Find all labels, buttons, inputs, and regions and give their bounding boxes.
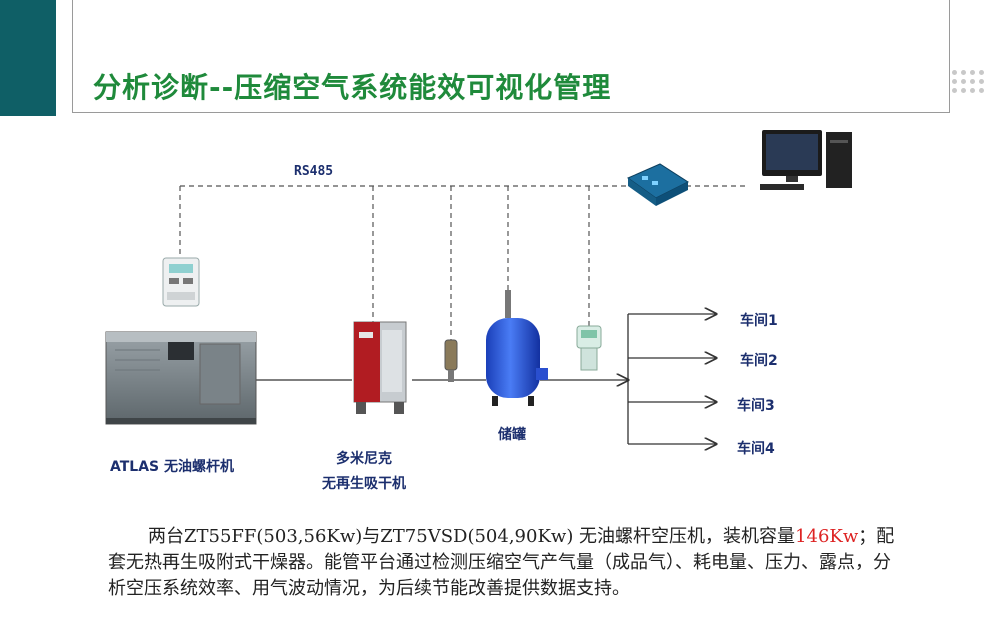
installed-capacity-value: 146Kw [795,526,859,547]
dryer-icon [353,321,407,414]
air-compressor-icon [105,331,257,425]
air-pipeline [255,314,716,444]
outlet-workshop-3: 车间3 [737,398,775,414]
tank-label: 储罐 [498,427,526,443]
outlet-workshop-2: 车间2 [740,353,778,369]
flow-meter-icon [576,325,602,371]
rs485-bus [179,185,748,340]
decorative-dots [952,70,992,104]
power-meter-icon [162,257,200,307]
outlet-workshop-4: 车间4 [737,441,775,457]
outlet-workshop-1: 车间1 [740,313,778,329]
dryer-label-brand: 多米尼克 [336,451,392,467]
page-title: 分析诊断--压缩空气系统能效可视化管理 [93,71,612,104]
dryer-label-type: 无再生吸干机 [322,476,406,492]
description-part1: 两台ZT55FF(503,56Kw)与ZT75VSD(504,90Kw) 无油螺… [148,526,796,547]
title-frame: 分析诊断--压缩空气系统能效可视化管理 [72,0,950,113]
dewpoint-sensor-icon [444,339,458,382]
description-part2: ；配套无热再生吸附式干燥器。能管平台通过检测压缩空气产气量（成品气）、耗电量、压… [108,526,895,599]
decorative-teal-block [0,0,56,116]
rs485-label: RS485 [294,164,334,179]
data-gateway-icon [626,163,690,206]
description-paragraph: 两台ZT55FF(503,56Kw)与ZT75VSD(504,90Kw) 无油螺… [108,524,898,602]
computer-icon [760,130,852,190]
compressor-label: ATLAS 无油螺杆机 [110,459,235,475]
air-tank-icon [486,290,548,406]
